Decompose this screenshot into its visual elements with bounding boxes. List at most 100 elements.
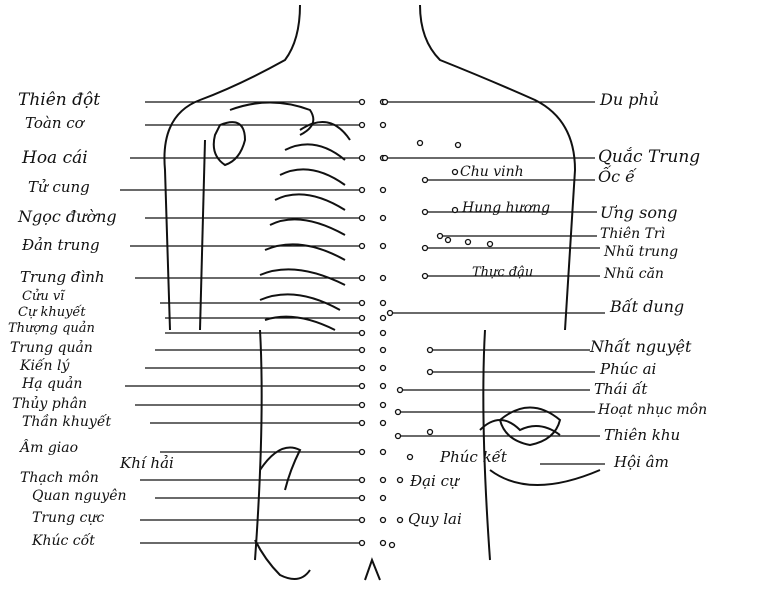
label-hoa-cai: Hoa cái	[21, 148, 88, 168]
acupoint-dot	[381, 496, 386, 501]
acupoint-dot	[466, 240, 471, 245]
acupoint-dot	[360, 188, 365, 193]
label-thien-tri: Thiên Trì	[600, 226, 665, 242]
acupoint-dot	[396, 434, 401, 439]
acupoint-dot	[360, 100, 365, 105]
acupoint-dot	[398, 518, 403, 523]
label-cu-khuyet: Cự khuyết	[18, 304, 86, 320]
label-trung-dinh: Trung đình	[20, 268, 105, 286]
acupoint-dot	[360, 450, 365, 455]
label-chu-vinh: Chu vinh	[460, 164, 524, 180]
acupoint-dot	[381, 450, 386, 455]
label-nhu-can: Nhũ căn	[603, 266, 664, 282]
label-thuong-quan: Thượng quản	[8, 321, 95, 336]
acupoint-dot	[360, 348, 365, 353]
acupoint-dot	[381, 301, 386, 306]
label-hoat-nhuc-mon: Hoạt nhục môn	[597, 402, 707, 418]
acupoint-dot	[396, 410, 401, 415]
label-than-khuyet: Thần khuyết	[22, 413, 111, 430]
acupoint-dot	[360, 518, 365, 523]
acupoint-dot	[381, 244, 386, 249]
acupoint-dot	[423, 274, 428, 279]
acupoint-dot	[360, 478, 365, 483]
label-dan-trung: Đản trung	[21, 236, 100, 254]
rib-cage	[260, 122, 350, 330]
label-hoi-am: Hội âm	[613, 453, 669, 471]
acupoint-dot	[423, 178, 428, 183]
acupoint-dot	[360, 244, 365, 249]
acupoint-dot	[428, 370, 433, 375]
label-ung-song: Ưng song	[600, 203, 678, 222]
acupoint-dot	[418, 141, 423, 146]
label-hung-huong: Hung hương	[461, 200, 550, 216]
label-nhu-trung: Nhũ trung	[603, 244, 678, 260]
acupoint-dot	[453, 208, 458, 213]
acupoint-dot	[390, 543, 395, 548]
acupoint-dot	[398, 478, 403, 483]
label-thuc-dau: Thực đậu	[472, 265, 533, 280]
label-thien-khu: Thiên khu	[604, 426, 680, 444]
label-phuc-ket: Phúc kết	[439, 448, 508, 466]
label-toan-co: Toàn cơ	[25, 114, 86, 132]
label-khuc-cot: Khúc cốt	[31, 532, 95, 549]
acupoint-dot	[360, 421, 365, 426]
label-tu-cung: Tử cung	[28, 178, 90, 196]
leader-lines	[120, 102, 605, 543]
label-bat-dung: Bất dung	[609, 297, 684, 316]
label-khi-hai: Khí hải	[119, 454, 174, 472]
acupoint-dot	[381, 348, 386, 353]
acupoint-dot	[381, 123, 386, 128]
acupoint-dot	[428, 430, 433, 435]
label-nhat-nguyet: Nhất nguyệt	[589, 337, 692, 356]
label-thai-at: Thái ất	[594, 380, 648, 398]
acupoint-dot	[383, 156, 388, 161]
label-quy-lai: Quy lai	[408, 510, 462, 528]
acupoint-dot	[360, 123, 365, 128]
acupoint-dot	[381, 541, 386, 546]
acupoint-dot	[360, 541, 365, 546]
acupoint-dot	[360, 301, 365, 306]
acupoint-dot	[381, 216, 386, 221]
left-labels: Thiên đột Toàn cơ Hoa cái Tử cung Ngọc đ…	[8, 90, 127, 549]
label-am-giao: Âm giao	[18, 438, 78, 456]
acupoint-dot	[360, 496, 365, 501]
label-kien-ly: Kiến lý	[19, 357, 70, 374]
acupoint-dot	[423, 246, 428, 251]
acupoint-dot	[381, 331, 386, 336]
label-oc-e: Ốc ế	[598, 164, 637, 186]
acupoint-dot	[381, 478, 386, 483]
label-quan-nguyen: Quan nguyên	[32, 488, 127, 504]
acupoint-dot	[388, 311, 393, 316]
acupoint-dot	[381, 518, 386, 523]
body-outline	[164, 5, 600, 580]
acupoint-dot	[428, 348, 433, 353]
label-thuy-phan: Thủy phân	[12, 395, 87, 412]
right-labels: Du phủ Quắc Trung Ốc ế Ưng song Thiên Tr…	[589, 90, 707, 471]
label-thien-dot: Thiên đột	[18, 90, 100, 110]
acupoint-dot	[456, 143, 461, 148]
label-dai-cu: Đại cự	[409, 472, 460, 490]
acupoint-dot	[360, 366, 365, 371]
acupoint-dot	[438, 234, 443, 239]
acupoint-dot	[381, 276, 386, 281]
label-phuc-ai: Phúc ai	[599, 360, 657, 378]
acupoint-dot	[381, 188, 386, 193]
label-ha-quan: Hạ quản	[21, 375, 82, 392]
acupoint-dot	[360, 403, 365, 408]
label-trung-quan: Trung quản	[10, 339, 93, 356]
acupoint-dot	[381, 366, 386, 371]
acupoint-dot	[360, 216, 365, 221]
label-trung-cuc: Trung cực	[32, 510, 104, 526]
acupoint-dot	[360, 384, 365, 389]
acupoint-dot	[446, 238, 451, 243]
label-quac-trung: Quắc Trung	[598, 147, 700, 167]
acupoint-dot	[453, 170, 458, 175]
acupoint-dot	[381, 384, 386, 389]
acupoint-dot	[360, 156, 365, 161]
acupoint-dot	[360, 331, 365, 336]
acupoint-dot	[360, 316, 365, 321]
acupoint-dot	[381, 316, 386, 321]
acupoint-dot	[383, 100, 388, 105]
label-thach-mon: Thạch môn	[20, 470, 99, 486]
